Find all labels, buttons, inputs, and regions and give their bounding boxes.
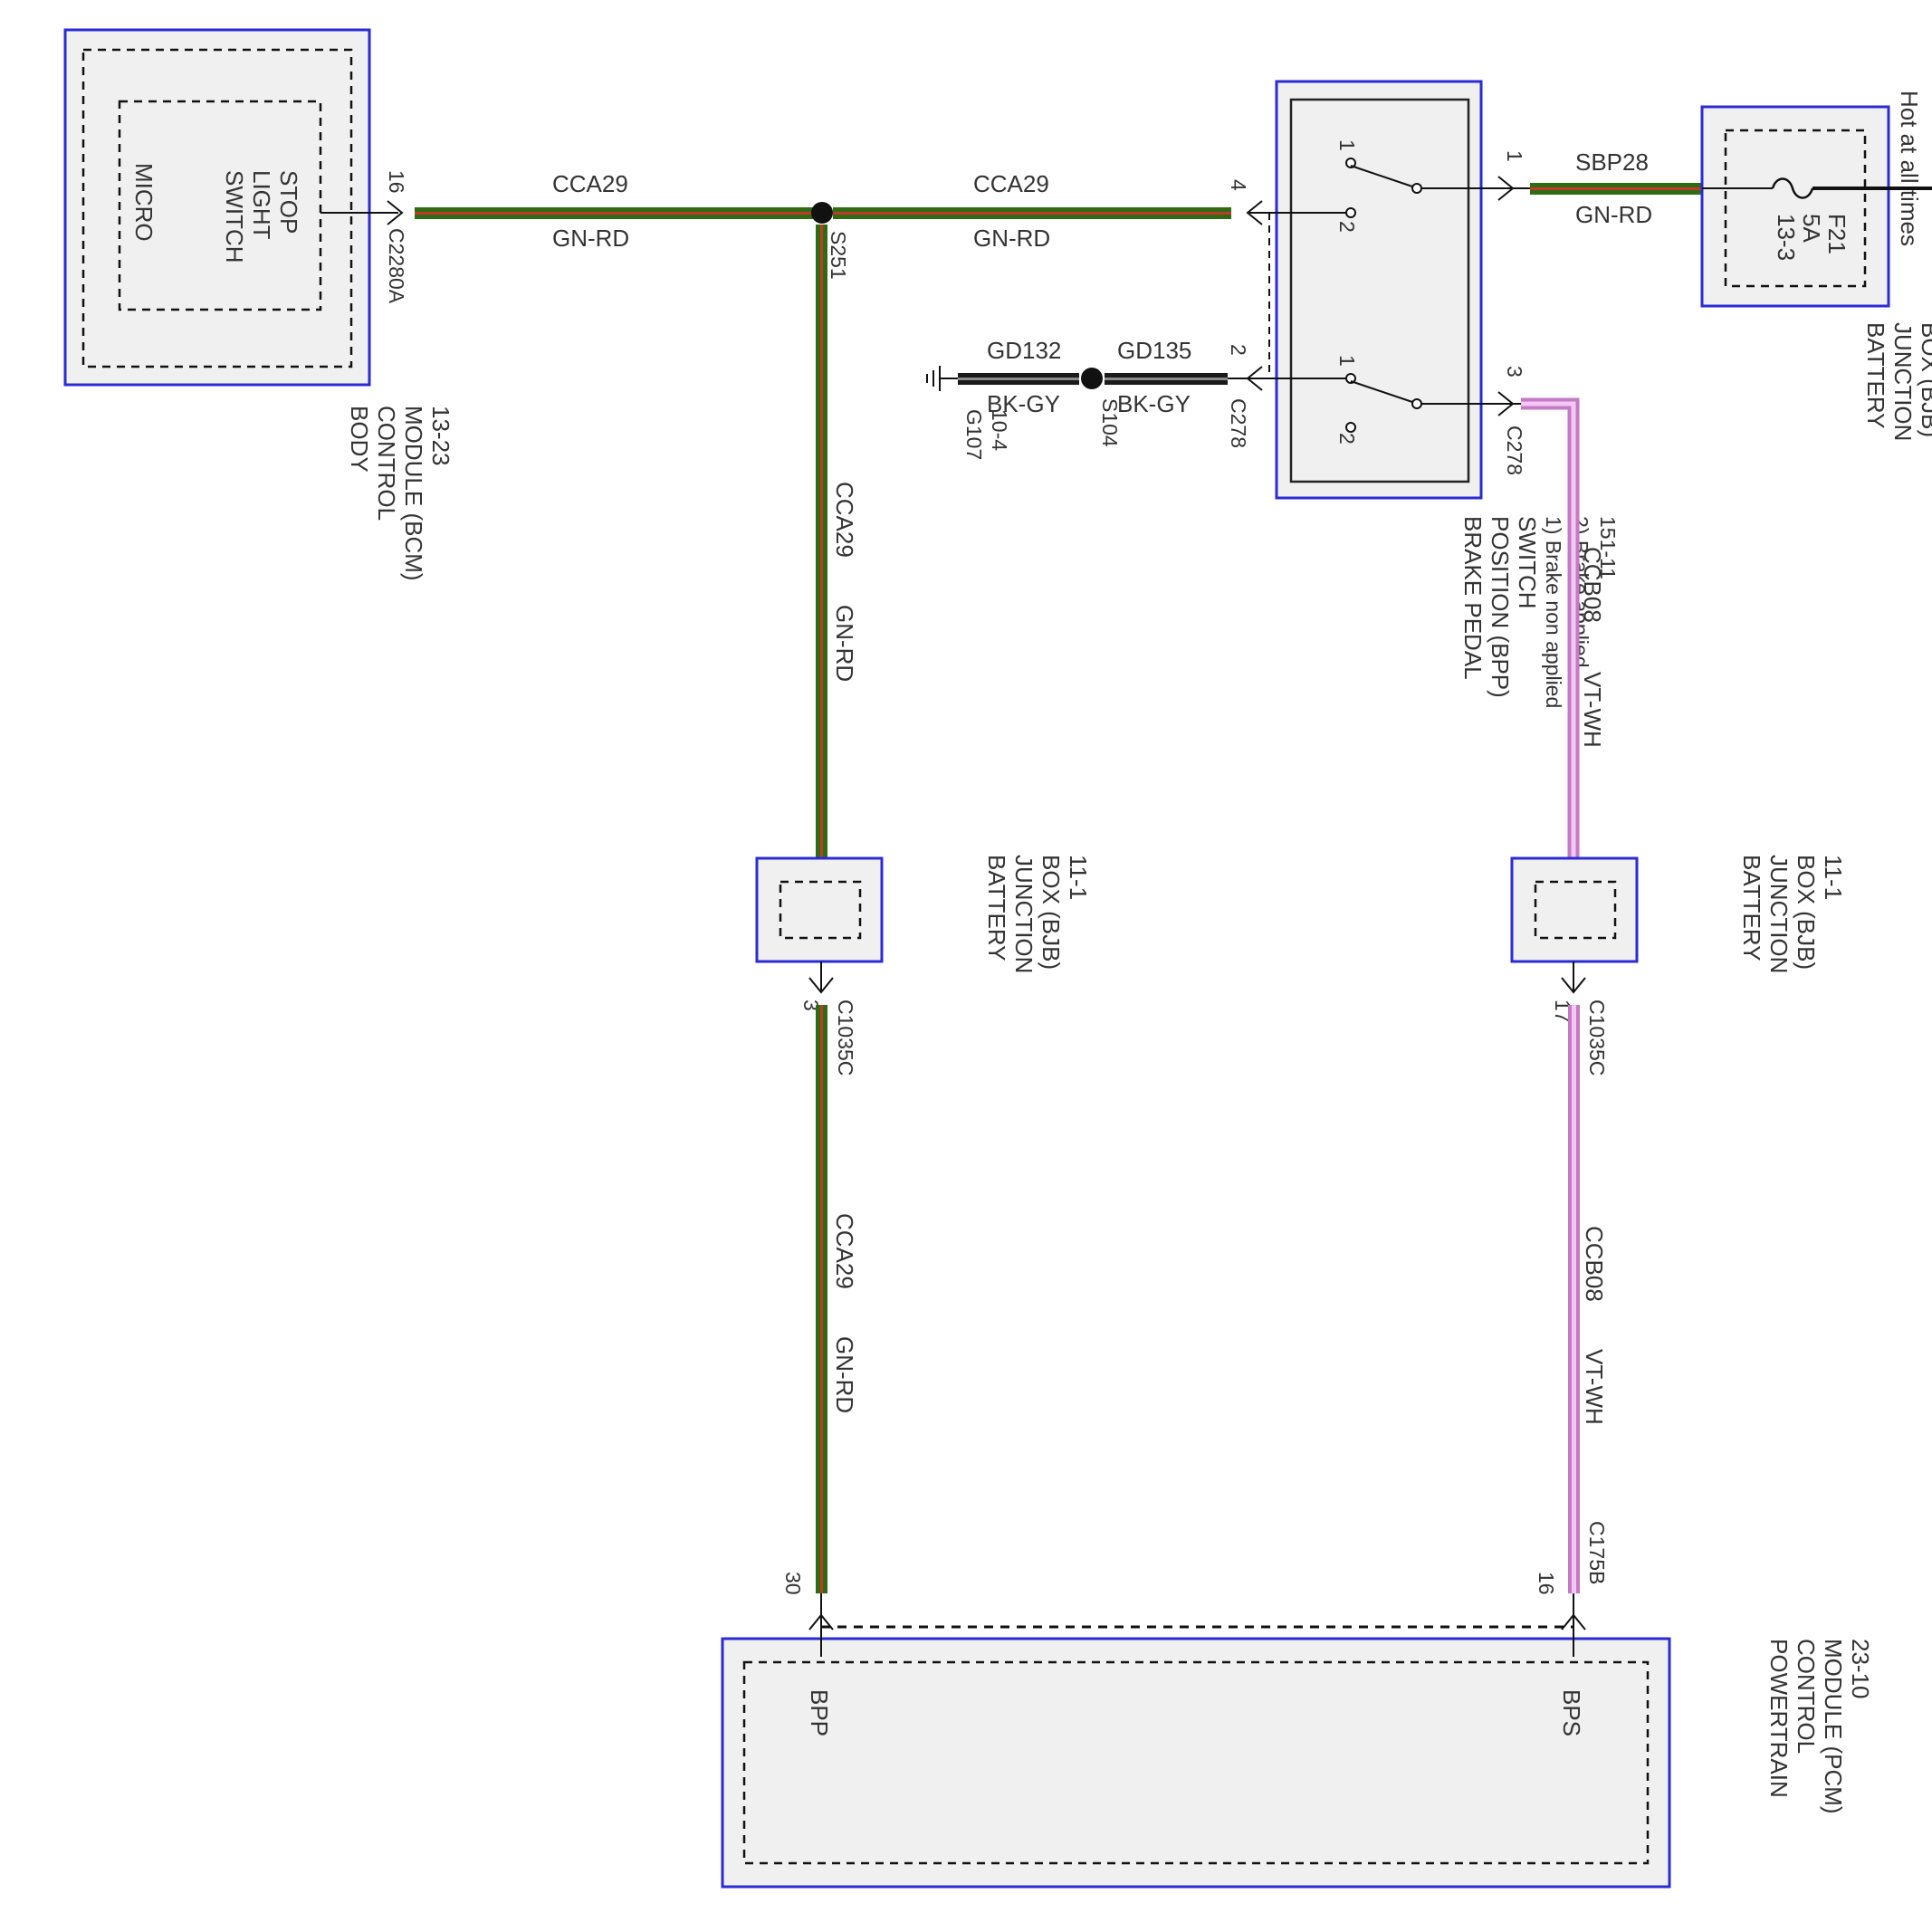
splice-s251-label: S251	[827, 231, 850, 280]
splice-s251: S251	[811, 202, 850, 280]
bpp-pin-4: 4	[1227, 179, 1250, 191]
wire-cca29-right-circuit: CCA29	[973, 170, 1049, 197]
wire-sbp28-color: GN-RD	[1575, 201, 1652, 228]
wire-cca29-left-color: GN-RD	[552, 225, 629, 252]
bpp-lower-pos2: 2	[1335, 433, 1359, 445]
wire-cca29-left: CCA29 GN-RD	[415, 170, 815, 252]
ground-icon	[926, 366, 941, 391]
pcm-bpp-label: BPP	[806, 1689, 833, 1736]
bpp-switch: 1 2 1 2 4 2 C278 1 3 C278 BRAKE PEDAL PO…	[1227, 80, 1620, 708]
wire-cca29-vertical-bottom: CCA29 GN-RD	[816, 1005, 858, 1593]
pcm-module: BPP BPS 30 16 C175B POWERTRAIN CONTROL M…	[721, 1521, 1874, 1889]
pcm-bps-label: BPS	[1558, 1689, 1585, 1736]
stop-light-switch-label: STOP LIGHT SWITCH	[221, 170, 302, 263]
wire-gd135-color: BK-GY	[1117, 390, 1191, 417]
bcm-connector: C2280A	[385, 228, 408, 304]
bjb-mid-right-title: BATTERY JUNCTION BOX (BJB) 11-1	[1738, 855, 1847, 980]
bjb-mid-left-connector-icon	[808, 977, 834, 994]
wire-ccb08-bottom: CCB08 VT-WH	[1568, 1005, 1608, 1593]
fuse-icon	[1771, 177, 1814, 199]
wire-gd135: GD135 BK-GY	[1105, 337, 1228, 417]
ground-g107: G107 10-4	[926, 366, 1011, 466]
hot-at-all-times-label: Hot at all times	[1896, 91, 1923, 246]
pcm-title: POWERTRAIN CONTROL MODULE (PCM) 23-10	[1765, 1639, 1874, 1821]
bjb-mid-left-title: BATTERY JUNCTION BOX (BJB) 11-1	[983, 855, 1092, 980]
bpp-pin-1: 1	[1503, 150, 1526, 162]
wire-sbp28-circuit: SBP28	[1575, 148, 1649, 176]
bpp-lower-pos1: 1	[1335, 355, 1359, 367]
bjb-fuse-title: BATTERY JUNCTION BOX (BJB) 11-1	[1862, 322, 1932, 448]
bjb-mid-right-connector: C1035C	[1585, 999, 1609, 1076]
bpp-pin-2: 2	[1227, 344, 1250, 356]
wire-gd135-circuit: GD135	[1117, 337, 1191, 364]
wire-ccb08-top-color: VT-WH	[1579, 672, 1606, 748]
bcm-pin: 16	[385, 170, 408, 194]
wire-cca29-right: CCA29 GN-RD	[833, 170, 1231, 252]
wire-cca29-right-color: GN-RD	[973, 225, 1050, 252]
pcm-bpp-connector-icon	[808, 1613, 834, 1631]
bpp-upper-pos1: 1	[1335, 139, 1359, 151]
wire-gd132-circuit: GD132	[987, 337, 1061, 364]
wire-cca29-left-circuit: CCA29	[552, 170, 628, 197]
bpp-connector-right: C278	[1503, 426, 1526, 475]
wire-ccb08-top: CCB08 VT-WH	[1512, 397, 1606, 858]
bcm-connector-icon	[387, 200, 404, 225]
wire-cca29-vertical-bottom-color: GN-RD	[831, 1336, 858, 1413]
bcm-title: BODY CONTROL MODULE (BCM) 13-23	[346, 406, 454, 588]
bpp-upper-pos2: 2	[1335, 221, 1359, 233]
bpp-lower-contact-icon	[1350, 380, 1413, 403]
pcm-bps-connector-icon	[1561, 1613, 1586, 1631]
bjb-mid-left-connector: C1035C	[834, 999, 857, 1076]
fuse-label: F21 5A 13-3	[1773, 214, 1851, 261]
wire-ccb08-bottom-color: VT-WH	[1581, 1349, 1608, 1425]
wire-gd132-color: BK-GY	[987, 390, 1060, 417]
wire-ccb08-top-circuit: CCB08	[1579, 547, 1606, 623]
ground-g107-label: G107 10-4	[962, 409, 1011, 466]
bjb-fuse-box: F21 5A 13-3 Hot at all times BATTERY JUN…	[1700, 91, 1932, 448]
micro-label: MICRO	[130, 163, 158, 242]
pcm-pin-30: 30	[781, 1572, 805, 1595]
wire-cca29-vertical-top-circuit: CCA29	[831, 482, 858, 558]
bpp-left-upper-connector-icon	[1246, 200, 1263, 225]
splice-s104-label: S104	[1098, 398, 1122, 447]
bjb-mid-right-connector-icon	[1561, 977, 1586, 994]
wire-gd132: GD132 BK-GY	[958, 337, 1079, 417]
bjb-mid-right: BATTERY JUNCTION BOX (BJB) 11-1 17 C1035…	[1510, 855, 1847, 1076]
bpp-upper-contact-icon	[1350, 165, 1413, 187]
bpp-connector-left: C278	[1227, 398, 1250, 448]
wire-sbp28: SBP28 GN-RD	[1512, 148, 1702, 228]
bjb-mid-left: BATTERY JUNCTION BOX (BJB) 11-1 3 C1035C	[755, 855, 1092, 1076]
splice-s104: S104	[1081, 368, 1122, 447]
wire-cca29-vertical-top: CCA29 GN-RD	[816, 225, 858, 858]
pcm-connector-c175b: C175B	[1585, 1521, 1609, 1584]
bpp-pin-3: 3	[1503, 366, 1526, 378]
wire-cca29-vertical-top-color: GN-RD	[831, 605, 858, 682]
wire-cca29-vertical-bottom-circuit: CCA29	[831, 1213, 858, 1289]
bcm-module: STOP LIGHT SWITCH MICRO BODY CONTROL MOD…	[63, 28, 454, 588]
pcm-pin-16: 16	[1535, 1572, 1558, 1595]
wire-ccb08-bottom-circuit: CCB08	[1581, 1226, 1608, 1302]
